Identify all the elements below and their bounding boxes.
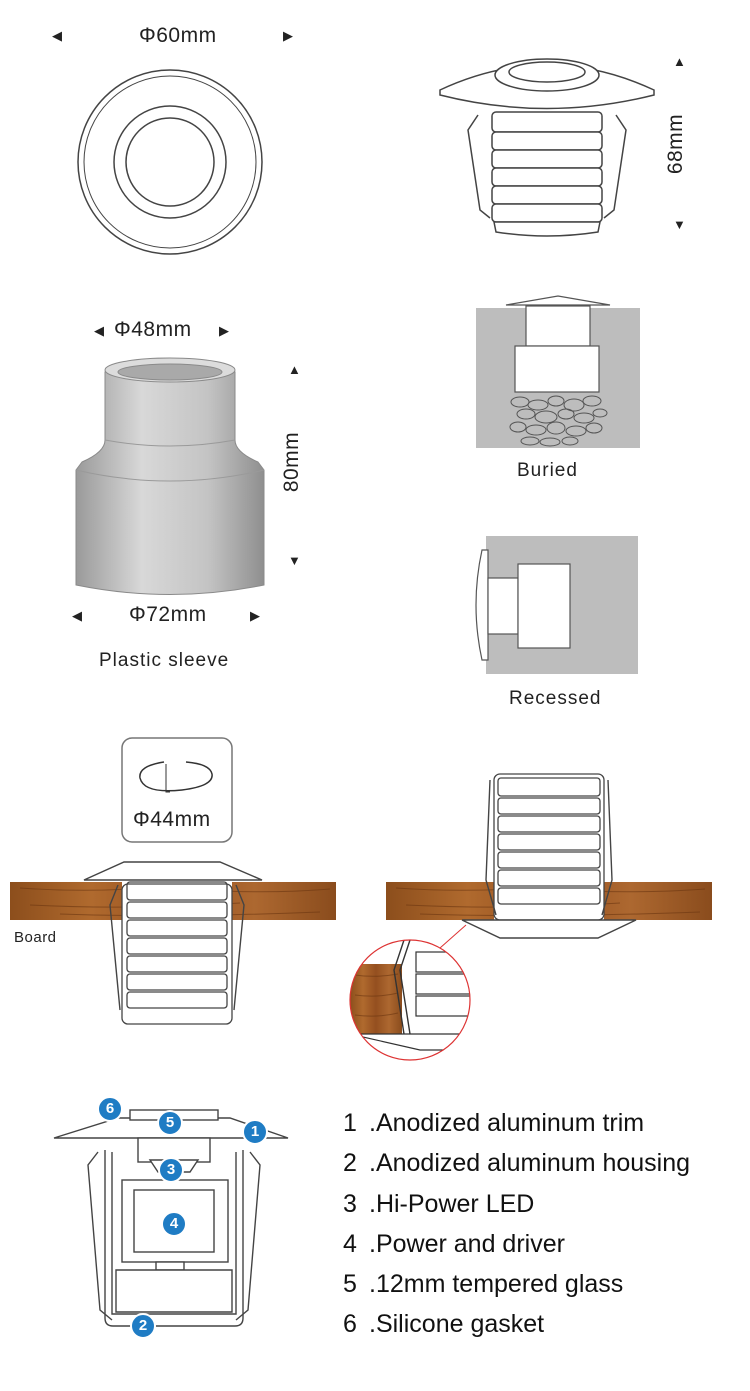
badge-5: 5 bbox=[157, 1110, 183, 1136]
component-list: 1.Anodized aluminum trim 2.Anodized alum… bbox=[343, 1103, 690, 1345]
list-item-number: 1 bbox=[343, 1109, 357, 1137]
list-item: 1.Anodized aluminum trim bbox=[343, 1103, 690, 1143]
arrow-up-icon: ▲ bbox=[288, 362, 301, 377]
sleeve-caption: Plastic sleeve bbox=[99, 650, 230, 671]
top-diameter-label: Φ60mm bbox=[139, 24, 217, 47]
list-item: 4.Power and driver bbox=[343, 1224, 690, 1264]
list-item-label: 12mm tempered glass bbox=[375, 1270, 624, 1299]
board-install-left bbox=[10, 861, 336, 1025]
sleeve-height-label: 80mm bbox=[280, 431, 304, 493]
list-item-label: Power and driver bbox=[375, 1229, 565, 1258]
sleeve-inner-diameter-label: Φ48mm bbox=[114, 318, 192, 341]
list-item-number: 5 bbox=[343, 1270, 357, 1299]
top-view-fixture bbox=[77, 69, 263, 255]
badge-6: 6 bbox=[97, 1096, 123, 1122]
buried-caption: Buried bbox=[517, 460, 578, 481]
badge-4: 4 bbox=[161, 1211, 187, 1237]
arrow-up-icon: ▲ bbox=[673, 54, 686, 69]
cutout-diameter-label: Φ44mm bbox=[133, 808, 211, 831]
arrow-right-icon: ▶ bbox=[283, 28, 293, 43]
list-item: 6.Silicone gasket bbox=[343, 1304, 690, 1344]
side-view-fixture bbox=[439, 58, 655, 237]
list-item: 5.12mm tempered glass bbox=[343, 1264, 690, 1304]
badge-2: 2 bbox=[130, 1313, 156, 1339]
buried-scene bbox=[476, 295, 640, 448]
zoom-detail bbox=[349, 939, 471, 1061]
recessed-scene bbox=[475, 536, 638, 674]
list-item: 2.Anodized aluminum housing bbox=[343, 1143, 690, 1183]
arrow-right-icon: ▶ bbox=[219, 323, 229, 338]
cutout-template bbox=[121, 737, 233, 843]
arrow-left-icon: ◀ bbox=[72, 608, 82, 623]
top-height-label: 68mm bbox=[664, 113, 688, 175]
list-item-label: Anodized aluminum housing bbox=[375, 1149, 691, 1178]
sleeve-outer-diameter-label: Φ72mm bbox=[129, 603, 207, 626]
list-item-label: Anodized aluminum trim bbox=[375, 1109, 645, 1137]
list-item-label: Hi-Power LED bbox=[375, 1189, 535, 1218]
list-item-number: 2 bbox=[343, 1149, 357, 1178]
list-item-label: Silicone gasket bbox=[375, 1310, 545, 1339]
list-item-number: 6 bbox=[343, 1310, 357, 1339]
arrow-left-icon: ◀ bbox=[52, 28, 62, 43]
arrow-down-icon: ▼ bbox=[673, 217, 686, 232]
list-item-number: 4 bbox=[343, 1229, 357, 1258]
badge-1: 1 bbox=[242, 1119, 268, 1145]
arrow-right-icon: ▶ bbox=[250, 608, 260, 623]
arrow-left-icon: ◀ bbox=[94, 323, 104, 338]
board-install-right bbox=[386, 773, 712, 949]
arrow-down-icon: ▼ bbox=[288, 553, 301, 568]
recessed-caption: Recessed bbox=[509, 688, 602, 709]
plastic-sleeve bbox=[75, 357, 265, 595]
badge-3: 3 bbox=[158, 1157, 184, 1183]
list-item-number: 3 bbox=[343, 1189, 357, 1218]
board-label: Board bbox=[14, 929, 57, 946]
list-item: 3.Hi-Power LED bbox=[343, 1184, 690, 1224]
